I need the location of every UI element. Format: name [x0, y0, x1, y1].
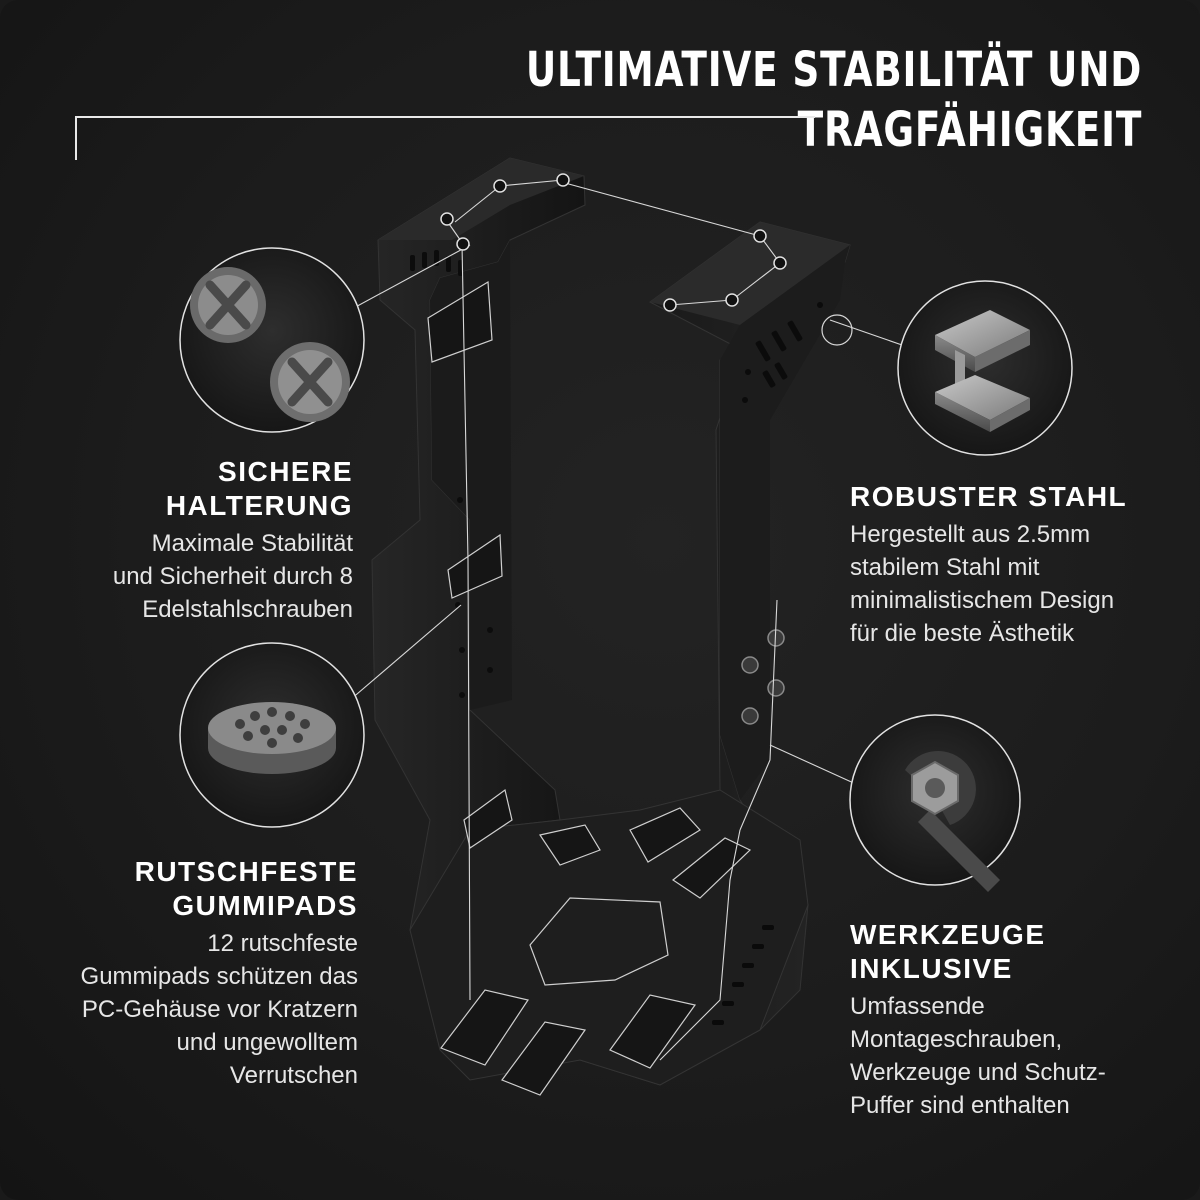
- text-line: Umfassende: [850, 993, 985, 1020]
- text-line: 12 rutschfeste: [207, 930, 358, 957]
- heading-line: INKLUSIVE: [850, 953, 1013, 984]
- rubber-pad-icon: [179, 642, 365, 828]
- feature-sichere-halterung: SICHERE HALTERUNG Maximale Stabilität un…: [23, 455, 353, 626]
- text-line: Montageschrauben,: [850, 1026, 1063, 1053]
- left-upright: [371, 157, 586, 962]
- text-line: Edelstahlschrauben: [142, 596, 353, 623]
- heading-line: RUTSCHFESTE: [134, 856, 358, 887]
- text-line: Maximale Stabilität: [151, 530, 353, 557]
- outline-lines: [349, 179, 903, 1061]
- text-line: für die beste Ästhetik: [850, 620, 1075, 647]
- heading-line: HALTERUNG: [165, 490, 353, 521]
- feature-robuster-stahl: ROBUSTER STAHL Hergestellt aus 2.5mm sta…: [850, 480, 1180, 650]
- feature-description: Maximale Stabilität und Sicherheit durch…: [23, 527, 353, 626]
- callout-ring: [821, 314, 853, 346]
- text-line: PC-Gehäuse vor Kratzern: [81, 996, 358, 1023]
- screw-hole-markers: [440, 173, 787, 312]
- heading-line: ROBUSTER STAHL: [850, 481, 1128, 512]
- title-line-2: TRAGFÄHIGKEIT: [797, 102, 1142, 158]
- title-divider: [75, 116, 815, 118]
- heading-line: SICHERE: [218, 456, 353, 487]
- screw-heads-icon: [179, 247, 365, 433]
- title-divider-tick: [75, 116, 77, 160]
- text-line: und ungewolltem: [176, 1029, 358, 1056]
- text-line: minimalistischem Design: [850, 587, 1115, 614]
- page-title: ULTIMATIVE STABILITÄT UND TRAGFÄHIGKEIT: [526, 40, 1142, 160]
- feature-heading: RUTSCHFESTE GUMMIPADS: [0, 855, 358, 923]
- text-line: Gummipads schützen das: [80, 963, 358, 990]
- feature-heading: SICHERE HALTERUNG: [23, 455, 353, 523]
- feature-description: Hergestellt aus 2.5mm stabilem Stahl mit…: [850, 518, 1180, 650]
- steel-beam-icon: [897, 280, 1073, 456]
- text-line: stabilem Stahl mit: [850, 554, 1040, 581]
- feature-heading: WERKZEUGE INKLUSIVE: [850, 918, 1180, 986]
- heading-line: WERKZEUGE: [850, 919, 1046, 950]
- text-line: Hergestellt aus 2.5mm: [850, 521, 1091, 548]
- feature-heading: ROBUSTER STAHL: [850, 480, 1180, 514]
- heading-line: GUMMIPADS: [172, 890, 358, 921]
- feature-description: 12 rutschfeste Gummipads schützen das PC…: [0, 927, 358, 1092]
- wrench-nut-icon: [849, 714, 1021, 892]
- feature-description: Umfassende Montageschrauben, Werkzeuge u…: [850, 990, 1180, 1122]
- text-line: Werkzeuge und Schutz-: [850, 1059, 1106, 1086]
- title-line-1: ULTIMATIVE STABILITÄT UND: [525, 42, 1142, 98]
- text-line: Puffer sind enthalten: [850, 1092, 1070, 1119]
- feature-rutschfeste-gummipads: RUTSCHFESTE GUMMIPADS 12 rutschfeste Gum…: [0, 855, 358, 1092]
- text-line: Verrutschen: [229, 1062, 358, 1089]
- text-line: und Sicherheit durch 8: [112, 563, 353, 590]
- feature-werkzeuge-inklusive: WERKZEUGE INKLUSIVE Umfassende Montagesc…: [850, 918, 1180, 1122]
